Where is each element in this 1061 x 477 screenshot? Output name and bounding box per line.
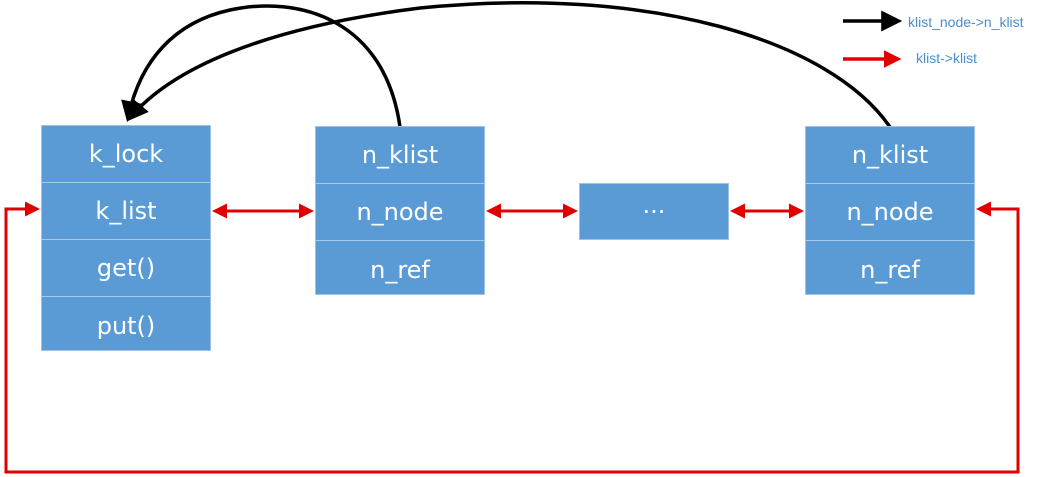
- ellipsis-node: ···: [579, 183, 729, 240]
- klist-struct: k_lock k_list get() put(): [41, 125, 211, 351]
- back-pointer-last-node: [127, 1, 892, 128]
- wraparound-loop: [4, 201, 1020, 474]
- field-put: put(): [96, 311, 156, 340]
- field-n-node: n_node: [806, 184, 974, 241]
- legend-black-label: klist_node->n_klist: [908, 14, 1024, 30]
- legend-red-label: klist->klist: [916, 50, 978, 66]
- field-n-klist: n_klist: [316, 127, 484, 184]
- field-k-list: k_list: [42, 183, 210, 240]
- klist-node-first: n_klist n_node n_ref: [315, 126, 485, 295]
- field-n-ref: n_ref: [370, 255, 430, 284]
- field-n-node: n_node: [316, 184, 484, 241]
- field-n-ref: n_ref: [860, 255, 920, 284]
- field-k-lock: k_lock: [42, 126, 210, 183]
- back-pointer-first-node: [121, 4, 402, 128]
- field-n-klist: n_klist: [806, 127, 974, 184]
- field-get: get(): [42, 240, 210, 297]
- klist-node-last: n_klist n_node n_ref: [805, 126, 975, 295]
